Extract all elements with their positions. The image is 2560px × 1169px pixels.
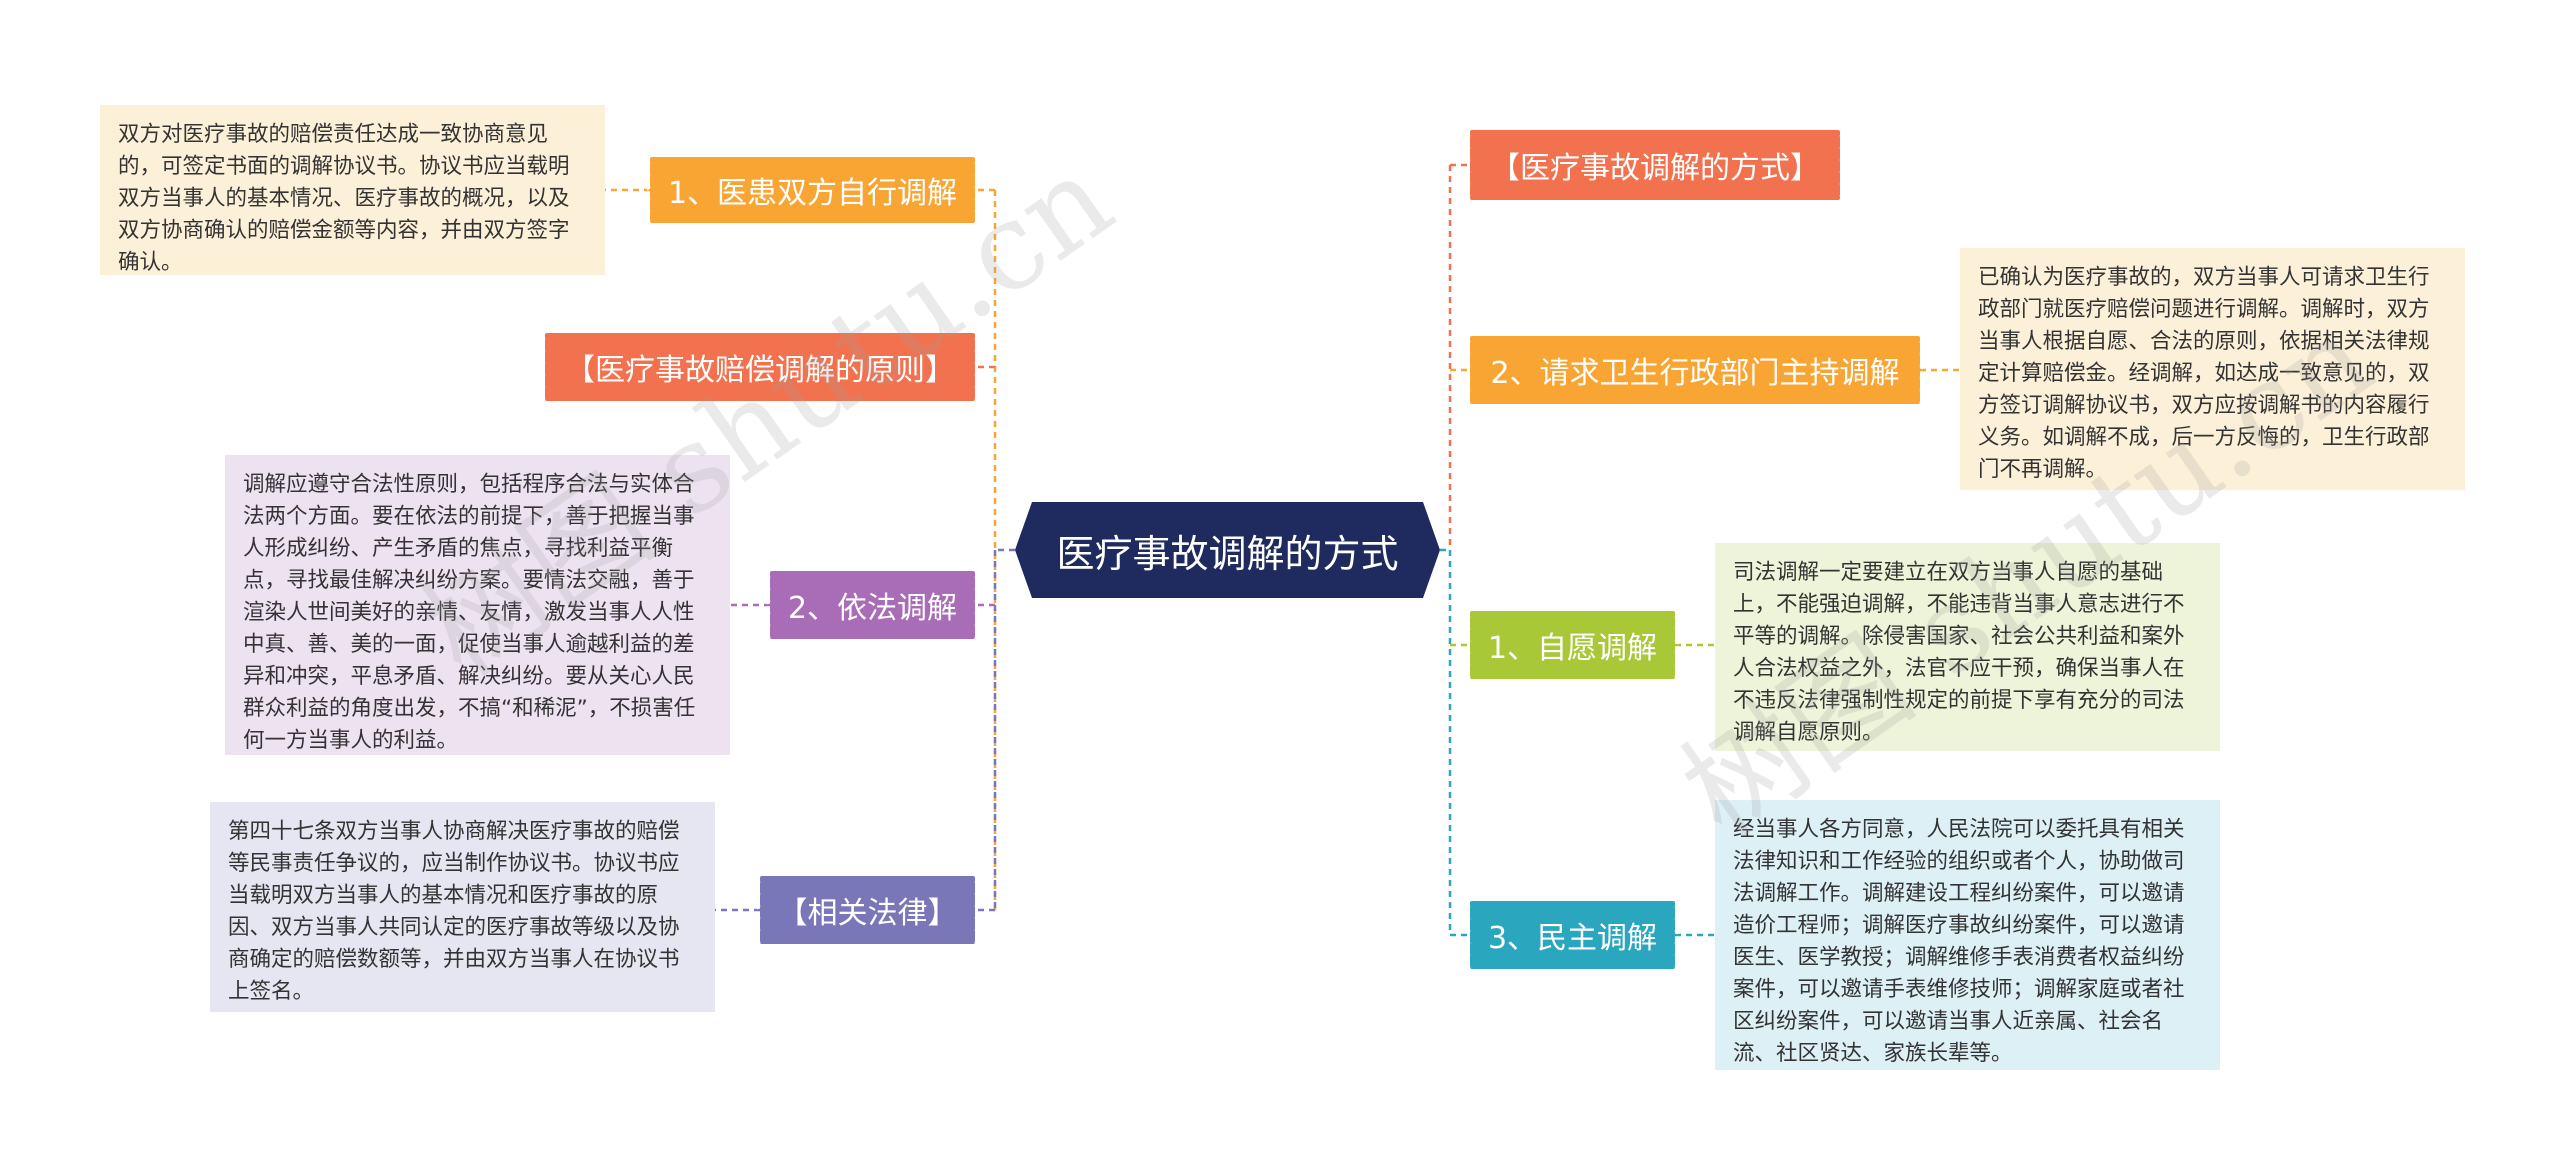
branch-mediation-methods[interactable]: 【医疗事故调解的方式】 — [1467, 130, 1840, 200]
root-topic-label: 医疗事故调解的方式 — [1056, 531, 1399, 576]
branch-voluntary-mediation[interactable]: 1、自愿调解 — [1467, 611, 1675, 679]
branch-lawful-mediation-label: 2、依法调解 — [787, 591, 958, 626]
branch-lawful-mediation[interactable]: 2、依法调解 — [767, 571, 975, 639]
note-related-law: 第四十七条双方当事人协商解决医疗事故的赔偿等民事责任争议的，应当制作协议书。协议… — [210, 802, 715, 1012]
branch-health-dept-mediation-label: 2、请求卫生行政部门主持调解 — [1490, 356, 1900, 391]
branch-democratic-mediation-label: 3、民主调解 — [1487, 921, 1658, 956]
branch-voluntary-mediation-label: 1、自愿调解 — [1487, 631, 1658, 666]
branch-compensation-principles-label: 【医疗事故赔偿调解的原则】 — [565, 353, 955, 388]
branch-self-mediation[interactable]: 1、医患双方自行调解 — [647, 157, 975, 223]
branch-related-law-label: 【相关法律】 — [777, 896, 958, 931]
note-self-mediation: 双方对医疗事故的赔偿责任达成一致协商意见的，可签定书面的调解协议书。协议书应当载… — [100, 105, 605, 275]
branch-compensation-principles[interactable]: 【医疗事故赔偿调解的原则】 — [542, 333, 975, 401]
branch-democratic-mediation[interactable]: 3、民主调解 — [1467, 901, 1675, 969]
branch-mediation-methods-label: 【医疗事故调解的方式】 — [1490, 151, 1820, 186]
root-topic[interactable]: 医疗事故调解的方式 — [1015, 502, 1440, 598]
branch-health-dept-mediation[interactable]: 2、请求卫生行政部门主持调解 — [1467, 336, 1920, 404]
branch-self-mediation-label: 1、医患双方自行调解 — [667, 176, 958, 211]
note-health-dept-mediation: 已确认为医疗事故的，双方当事人可请求卫生行政部门就医疗赔偿问题进行调解。调解时，… — [1960, 248, 2465, 490]
branch-related-law[interactable]: 【相关法律】 — [757, 876, 975, 944]
note-democratic-mediation: 经当事人各方同意，人民法院可以委托具有相关法律知识和工作经验的组织或者个人，协助… — [1715, 800, 2220, 1070]
note-lawful-mediation: 调解应遵守合法性原则，包括程序合法与实体合法两个方面。要在依法的前提下，善于把握… — [225, 455, 730, 755]
note-voluntary-mediation: 司法调解一定要建立在双方当事人自愿的基础上，不能强迫调解，不能违背当事人意志进行… — [1715, 543, 2220, 751]
